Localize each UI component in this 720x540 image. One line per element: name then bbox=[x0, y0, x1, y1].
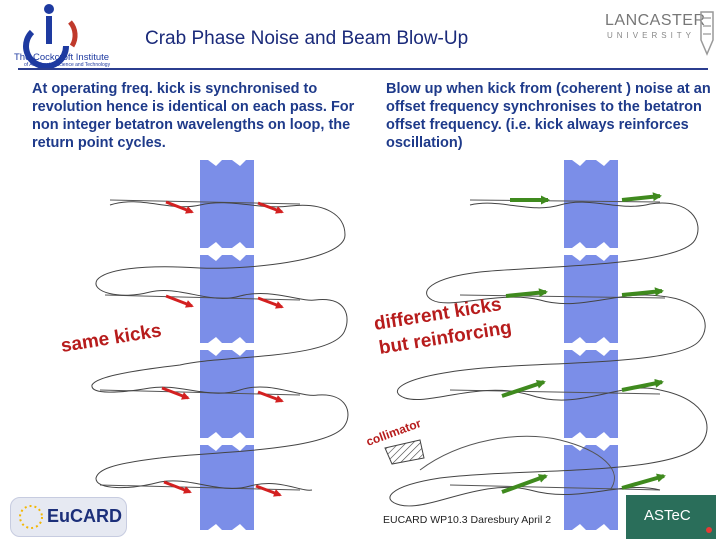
page-title: Crab Phase Noise and Beam Blow-Up bbox=[145, 28, 469, 49]
right-kick-arrow-1b bbox=[621, 192, 662, 202]
right-kick-arrow-4a bbox=[501, 474, 548, 494]
right-reference-lines bbox=[449, 199, 666, 491]
left-cavity-2 bbox=[200, 255, 254, 343]
left-ref-line-1 bbox=[109, 199, 301, 205]
left-description: At operating freq. kick is synchronised … bbox=[32, 81, 355, 151]
left-cavity-4 bbox=[200, 445, 254, 530]
right-cavity-4 bbox=[564, 445, 618, 530]
left-kick-arrow-2b bbox=[257, 296, 284, 309]
header-divider bbox=[18, 68, 708, 70]
footer-text: EUCARD WP10.3 Daresbury April 2 bbox=[383, 514, 552, 526]
lancaster-crest-icon bbox=[700, 11, 714, 56]
right-description: Blow up when kick from (coherent ) noise… bbox=[386, 81, 711, 151]
left-kicks bbox=[161, 200, 284, 497]
right-cavity-1 bbox=[564, 160, 618, 248]
right-kick-arrow-3b bbox=[621, 378, 664, 392]
left-cavities bbox=[200, 160, 254, 530]
right-cavity-3 bbox=[564, 350, 618, 438]
left-kick-arrow-4b bbox=[255, 484, 282, 497]
left-cavity-1 bbox=[200, 160, 254, 248]
astec-wordmark: ASTeC bbox=[644, 507, 691, 524]
right-kick-arrow-3a bbox=[501, 379, 546, 398]
collimator-block bbox=[384, 439, 425, 465]
left-kick-arrow-4a bbox=[163, 480, 192, 494]
right-cavities bbox=[564, 160, 618, 530]
left-annotation-same-kicks: same kicks bbox=[59, 320, 162, 357]
right-kick-arrow-2a bbox=[505, 288, 548, 298]
eucard-wordmark: EuCARD bbox=[47, 506, 122, 526]
left-kick-arrow-1b bbox=[257, 201, 284, 214]
right-kicks bbox=[501, 192, 666, 494]
right-ref-line-1 bbox=[469, 199, 661, 203]
cockcroft-logo-mark bbox=[23, 4, 78, 68]
left-kick-arrow-3b bbox=[257, 390, 284, 403]
right-kick-arrow-2b bbox=[621, 287, 664, 297]
right-kick-arrow-4b bbox=[621, 473, 666, 490]
left-kick-arrow-2a bbox=[165, 294, 194, 308]
left-kick-arrow-3a bbox=[161, 386, 190, 400]
left-ref-line-2 bbox=[104, 294, 301, 301]
left-orbit-trajectory bbox=[91, 201, 349, 491]
lancaster-sub: UNIVERSITY bbox=[607, 31, 696, 40]
astec-logo: ASTeC bbox=[626, 495, 716, 539]
right-orbit-trajectory bbox=[389, 201, 708, 507]
cockcroft-logo: The Cockcroft Institute of Accelerator S… bbox=[10, 2, 135, 68]
eucard-logo: EuCARD bbox=[10, 497, 127, 537]
right-collimator-trajectory bbox=[419, 435, 615, 491]
lancaster-name: LANCASTER bbox=[605, 12, 706, 29]
eucard-star-icon bbox=[19, 505, 43, 529]
left-kick-arrow-1a bbox=[165, 200, 194, 214]
lancaster-logo: LANCASTER UNIVERSITY bbox=[605, 8, 717, 58]
right-ref-line-2 bbox=[459, 294, 666, 299]
right-cavity-2 bbox=[564, 255, 618, 343]
astec-accent-dot bbox=[706, 527, 712, 533]
left-cavity-3 bbox=[200, 350, 254, 438]
cockcroft-subcaption: of Accelerator Science and Technology bbox=[24, 62, 111, 68]
cockcroft-caption: The Cockcroft Institute bbox=[14, 52, 110, 63]
